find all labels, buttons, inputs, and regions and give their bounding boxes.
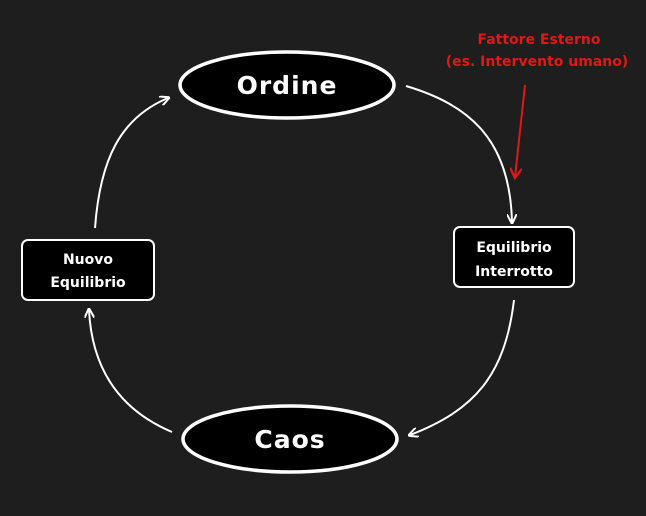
- node-nuovo-equilibrio: Nuovo Equilibrio: [21, 239, 155, 301]
- arrow-ordine-to-equilibrio-interrotto: [405, 85, 512, 222]
- arrow-fattore-esterno: [515, 84, 526, 177]
- annotation-fattore-esterno: Fattore Esterno (es. Intervento umano): [446, 32, 628, 70]
- node-equilibrio-interrotto: Equilibrio Interrotto: [453, 226, 575, 288]
- arrow-caos-to-nuovo-equilibrio: [89, 310, 173, 433]
- arrow-nuovo-equilibrio-to-ordine: [94, 98, 168, 229]
- annotation-line2: (es. Intervento umano): [446, 54, 628, 70]
- node-equilibrio-interrotto-line2: Interrotto: [475, 264, 553, 280]
- node-nuovo-equilibrio-line1: Nuovo: [63, 252, 113, 268]
- node-nuovo-equilibrio-line2: Equilibrio: [50, 275, 126, 291]
- node-ordine-label: Ordine: [237, 71, 338, 100]
- node-equilibrio-interrotto-line1: Equilibrio: [476, 240, 552, 256]
- arrow-equilibrio-interrotto-to-caos: [410, 299, 515, 435]
- node-ordine: Ordine: [178, 50, 396, 120]
- annotation-line1: Fattore Esterno: [477, 32, 600, 48]
- node-caos: Caos: [181, 404, 399, 474]
- node-caos-label: Caos: [254, 425, 325, 454]
